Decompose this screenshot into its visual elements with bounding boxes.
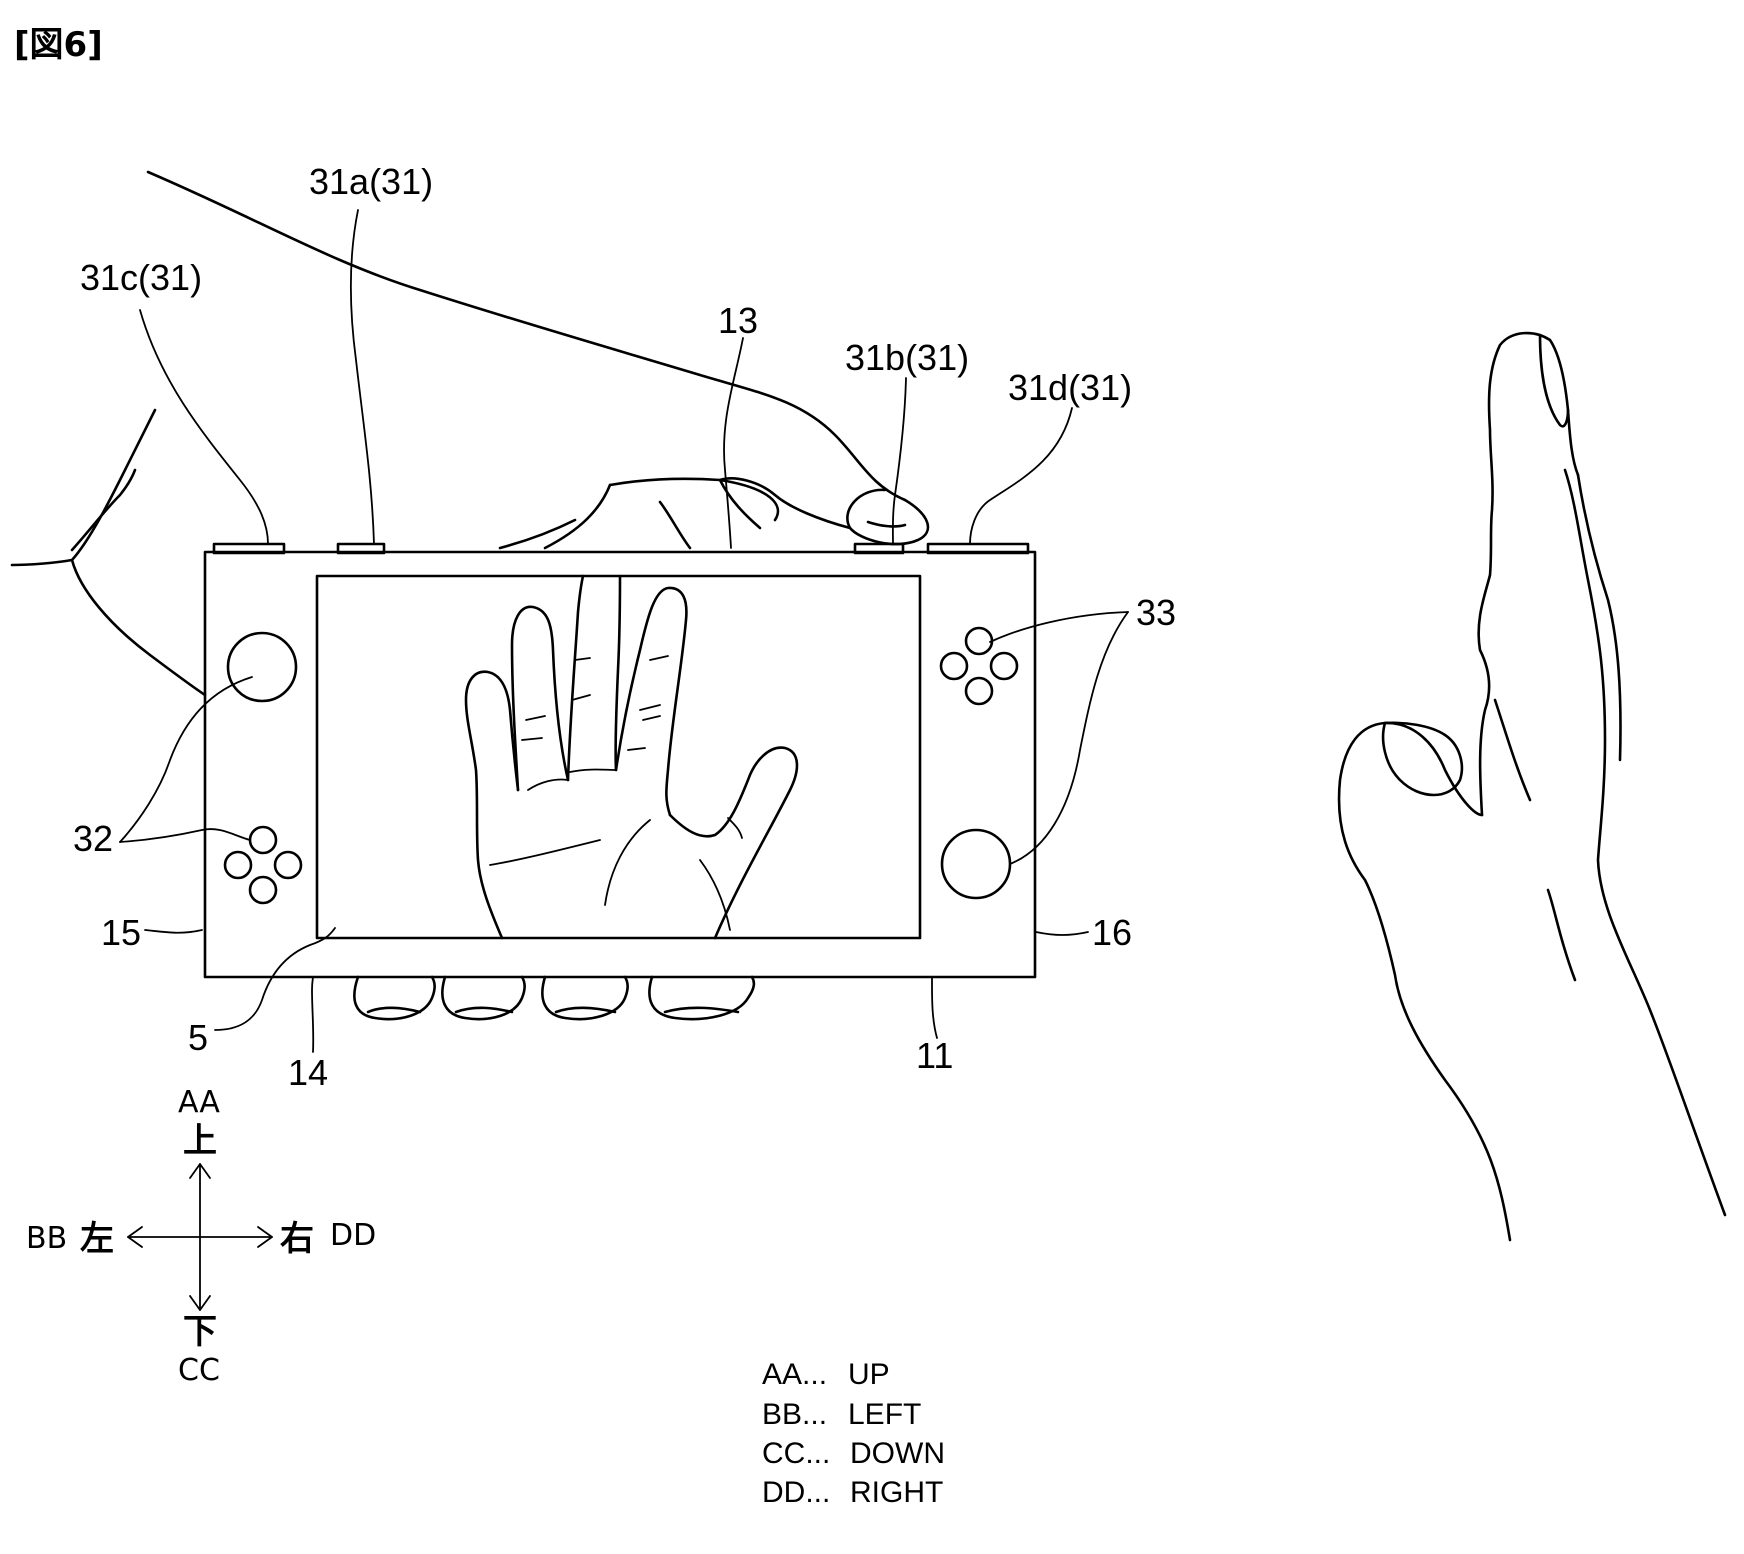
ref-16: 16: [1092, 912, 1132, 953]
direction-left-code: BB: [26, 1221, 67, 1256]
housing-outline: [203, 550, 1037, 979]
screen-hand-image: [464, 574, 799, 940]
ref-31a: 31a(31): [309, 161, 433, 202]
legend-meaning: RIGHT: [850, 1476, 943, 1509]
legend-code: BB...: [762, 1398, 827, 1431]
left-button-cluster: [223, 825, 303, 905]
legend-code: DD...: [762, 1476, 830, 1509]
right-hand-drawing: [1337, 331, 1727, 1242]
direction-up-code: AA: [178, 1085, 220, 1120]
direction-up-kanji: 上: [183, 1121, 217, 1161]
ref-32: 32: [73, 818, 113, 859]
legend-code: CC...: [762, 1437, 830, 1470]
direction-down-kanji: 下: [183, 1312, 217, 1352]
direction-left-kanji: 左: [80, 1219, 114, 1259]
left-analog-stick: [226, 631, 298, 703]
ref-5: 5: [188, 1017, 208, 1058]
figure-label: [図6]: [14, 25, 103, 65]
ref-31b: 31b(31): [845, 337, 969, 378]
legend-meaning: LEFT: [848, 1398, 921, 1431]
right-button-cluster: [939, 626, 1019, 706]
direction-indicator: [127, 1163, 273, 1311]
legend-meaning: UP: [848, 1358, 890, 1391]
device-body: [203, 542, 1037, 979]
ref-31d: 31d(31): [1008, 367, 1132, 408]
ref-11: 11: [916, 1035, 953, 1076]
ref-33: 33: [1136, 592, 1176, 633]
legend-code: AA...: [762, 1358, 827, 1391]
legend-meaning: DOWN: [850, 1437, 945, 1470]
direction-right-kanji: 右: [280, 1219, 314, 1259]
ref-14: 14: [288, 1052, 328, 1093]
display-screen: [315, 574, 922, 940]
legend: AA... UP BB... LEFT CC... DOWN DD... RIG…: [762, 1358, 945, 1509]
ref-13: 13: [718, 300, 758, 341]
right-analog-stick: [940, 828, 1012, 900]
left-hand-drawing: [10, 408, 207, 697]
leader-lines: [119, 209, 1129, 1053]
ref-15: 15: [101, 912, 141, 953]
direction-right-code: DD: [330, 1218, 376, 1253]
lower-fingertips: [353, 975, 756, 1021]
direction-down-code: CC: [178, 1353, 220, 1388]
ref-31c: 31c(31): [80, 257, 202, 298]
upper-hand-drawing: [146, 170, 930, 550]
